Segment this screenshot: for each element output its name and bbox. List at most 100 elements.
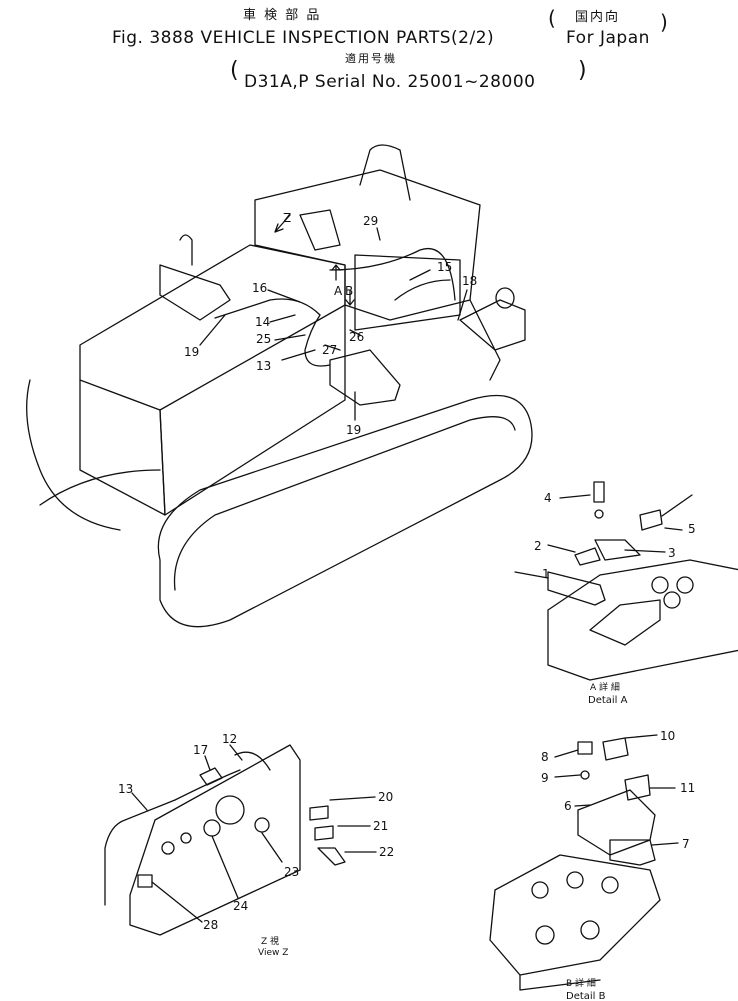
hood-front — [159, 304, 346, 516]
leader-5 — [664, 527, 683, 531]
callout-21: 21 — [373, 819, 388, 833]
switch-part-22 — [317, 847, 346, 866]
valve-body — [489, 854, 661, 976]
switch-part-21 — [314, 825, 334, 841]
switch-part-24-icon — [203, 819, 221, 837]
leader-10 — [624, 734, 658, 739]
detail-b-caption-jp: B 詳 細 — [566, 977, 596, 989]
callout-5: 5 — [688, 522, 696, 536]
callout-22: 22 — [379, 845, 394, 859]
serial-close-paren: ) — [578, 58, 588, 83]
callout-10: 10 — [660, 729, 675, 743]
rear-track-outline — [26, 379, 121, 531]
detail-a-hole-3 — [663, 591, 681, 609]
leader-20 — [329, 796, 376, 801]
switch-part-10 — [602, 737, 629, 761]
leader-19-left — [199, 314, 226, 346]
leader-25 — [274, 334, 306, 341]
detail-b-caption-en: Detail B — [566, 991, 606, 1001]
callout-27: 27 — [322, 343, 337, 357]
callout-18: 18 — [462, 274, 477, 288]
valve-port-3 — [601, 876, 619, 894]
leader-27 — [324, 344, 341, 351]
valve-port-1 — [531, 881, 549, 899]
leader-28 — [151, 881, 203, 923]
leader-6 — [574, 804, 591, 807]
callout-15: 15 — [437, 260, 452, 274]
leader-8 — [554, 749, 579, 758]
detail-b-marker: B — [345, 284, 353, 298]
plate-part-6 — [577, 789, 656, 856]
valve-port-4 — [535, 925, 555, 945]
detail-a-view — [514, 481, 738, 681]
callout-14: 14 — [255, 315, 270, 329]
bolt-part-8 — [577, 741, 593, 755]
panel-knob-2 — [180, 832, 192, 844]
callout-26: 26 — [349, 330, 364, 344]
leader-15 — [409, 269, 431, 281]
callout-12: 12 — [222, 732, 237, 746]
harness-part-13 — [104, 799, 176, 906]
callout-9: 9 — [541, 771, 549, 785]
view-z-dash-panel — [129, 744, 301, 936]
callout-20: 20 — [378, 790, 393, 804]
front-track-inner — [173, 416, 516, 591]
harness-part-12 — [234, 751, 271, 771]
detail-a-housing — [547, 559, 738, 681]
detail-a-plate — [589, 599, 661, 646]
leader-1 — [514, 571, 549, 579]
stay-part-3 — [594, 539, 641, 561]
leader-3 — [624, 549, 666, 553]
leader-26 — [349, 329, 361, 336]
view-z-panel-view — [104, 744, 377, 936]
callout-16: 16 — [252, 281, 267, 295]
callout-29: 29 — [363, 214, 378, 228]
detail-a-hole-1 — [651, 576, 669, 594]
view-captions: A 詳 細 Detail A Z 視 View Z B 詳 細 Detail B — [258, 681, 628, 1001]
harness-left — [214, 298, 321, 319]
washer-part-9 — [580, 770, 590, 780]
leader-18 — [457, 289, 468, 321]
view-z-caption-jp: Z 視 — [261, 935, 279, 947]
country-english: For Japan — [566, 28, 650, 48]
leader-4 — [559, 494, 591, 499]
leader-13-viewz — [131, 792, 148, 811]
callout-24: 24 — [233, 899, 248, 913]
left-headlamp — [159, 264, 231, 321]
detail-a-hole-2 — [676, 576, 694, 594]
panel-knob-1 — [161, 841, 175, 855]
valve-port-2 — [566, 871, 584, 889]
valve-port-5 — [580, 920, 600, 940]
callout-8: 8 — [541, 750, 549, 764]
harness-part-13-cont — [174, 769, 241, 801]
figure-title: Fig. 3888 VEHICLE INSPECTION PARTS(2/2) — [112, 28, 495, 48]
switch-part-20 — [309, 805, 329, 821]
cab-right — [469, 299, 501, 381]
washer-part-4 — [594, 509, 604, 519]
leader-16 — [267, 289, 301, 303]
callout-23: 23 — [284, 865, 299, 879]
title-japanese: 車 検 部 品 — [243, 8, 322, 23]
detail-a-marker: A — [334, 284, 343, 298]
callout-19-left: 19 — [184, 345, 199, 359]
hood-side — [79, 379, 166, 516]
leader-7 — [651, 842, 679, 846]
bracket-part-1 — [547, 571, 606, 606]
callout-3: 3 — [668, 546, 676, 560]
detail-b-view — [489, 734, 679, 991]
harness-lower — [304, 314, 331, 367]
right-mirror-icon — [495, 287, 515, 309]
hood-top — [79, 244, 346, 411]
bolt-part-4 — [593, 481, 605, 503]
seat-back — [359, 144, 411, 201]
country-open-paren: ( — [548, 6, 557, 30]
callout-4: 4 — [544, 491, 552, 505]
callout-17: 17 — [193, 743, 208, 757]
rear-track-inner — [39, 469, 161, 506]
gauge-icon — [215, 795, 245, 825]
switch-part-5 — [639, 509, 663, 531]
callout-numbers: 1 2 3 4 5 6 7 8 9 10 11 12 13 13 14 15 1… — [118, 211, 696, 932]
harness-branch — [394, 279, 451, 301]
callout-13-viewz: 13 — [118, 782, 133, 796]
